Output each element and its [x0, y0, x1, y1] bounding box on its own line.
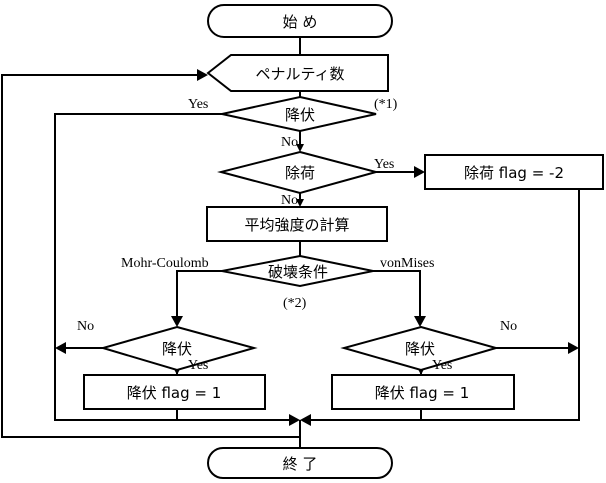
- process-unload-flag: 除荷 flag = -2: [424, 154, 604, 190]
- note-2: (*2): [283, 296, 307, 311]
- yield-mc-flag-label: 降伏 flag = 1: [127, 384, 222, 402]
- yield1-no-label: No: [281, 135, 298, 150]
- arrowhead: [414, 166, 425, 178]
- process-yield-flag-vm: 降伏 flag = 1: [331, 374, 515, 410]
- yield-vm-label: 降伏: [405, 340, 435, 358]
- arrowhead: [197, 69, 208, 81]
- unload-flag-label: 除荷 flag = -2: [464, 164, 564, 182]
- process-yield-flag-mc: 降伏 flag = 1: [83, 374, 266, 410]
- start-label: 始 め: [283, 13, 318, 31]
- arrowhead: [289, 414, 300, 426]
- mohr-coulomb-label: Mohr-Coulomb: [121, 256, 209, 271]
- start-terminator: 始 め: [207, 4, 393, 38]
- end-terminator: 終 了: [207, 447, 393, 479]
- decision-failure-criterion: 破壊条件: [221, 254, 374, 288]
- end-label: 終 了: [283, 455, 318, 473]
- decision-unload: 除荷: [217, 150, 380, 195]
- yield-vm-flag-label: 降伏 flag = 1: [375, 384, 470, 402]
- arrowhead: [300, 414, 311, 426]
- arrowhead: [296, 144, 304, 152]
- unload-yes-label: Yes: [374, 157, 394, 172]
- arrowhead: [414, 316, 426, 327]
- arrowhead: [171, 316, 183, 327]
- mc-yes-label: Yes: [188, 358, 208, 373]
- unload-label: 除荷: [285, 164, 315, 182]
- edge-labels: Yes No (*1) Yes No Mohr-Coulomb vonMises…: [77, 97, 517, 373]
- process-average-strength: 平均強度の計算: [206, 206, 388, 242]
- decision-yield-von-mises: 降伏: [340, 325, 500, 372]
- arrowhead: [568, 342, 579, 354]
- mc-no-label: No: [77, 319, 94, 334]
- decision-yield-mohr-coulomb: 降伏: [99, 325, 258, 372]
- loop-label: ペナルティ数: [255, 65, 344, 83]
- failure-criterion-label: 破壊条件: [268, 263, 328, 281]
- unload-no-label: No: [281, 193, 298, 208]
- connectors: [1, 37, 580, 448]
- vm-no-label: No: [500, 319, 517, 334]
- note-1: (*1): [374, 97, 398, 112]
- decision-yield-1: 降伏: [221, 95, 377, 133]
- von-mises-label: vonMises: [380, 256, 434, 271]
- arrowhead: [55, 342, 66, 354]
- yield1-yes-label: Yes: [188, 97, 208, 112]
- loop-limit-penalty: ペナルティ数: [206, 54, 389, 92]
- arrowhead: [296, 199, 304, 207]
- yield-mc-label: 降伏: [162, 340, 192, 358]
- yield1-label: 降伏: [285, 106, 315, 124]
- avg-strength-label: 平均強度の計算: [244, 216, 349, 234]
- vm-yes-label: Yes: [432, 358, 452, 373]
